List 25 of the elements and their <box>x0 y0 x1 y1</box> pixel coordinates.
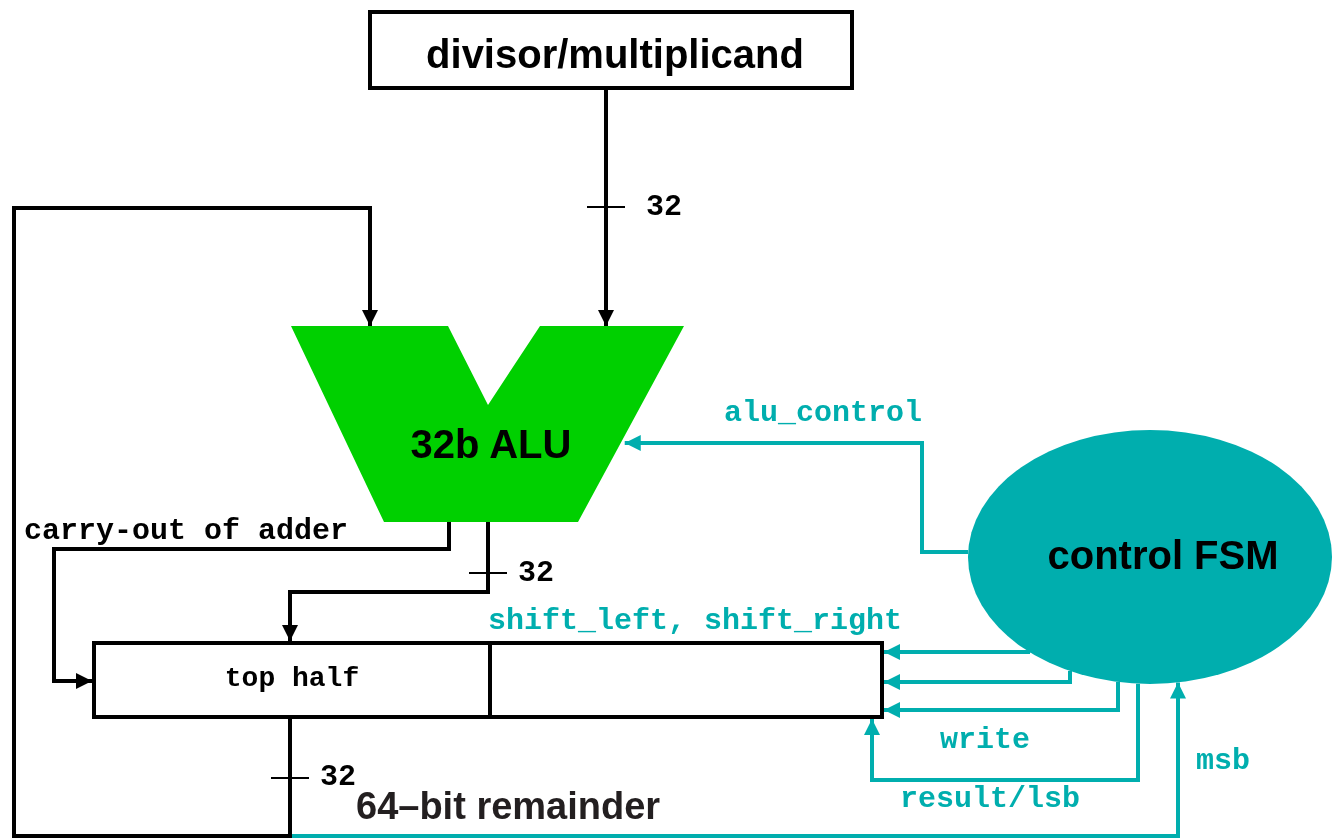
node-label: control FSM <box>1046 533 1280 578</box>
node-label: top half <box>223 663 361 694</box>
register-box <box>368 10 854 90</box>
arrow <box>884 671 1072 690</box>
arrow <box>624 435 969 554</box>
arrow <box>12 206 378 838</box>
node-label: divisor/multiplicand <box>425 32 805 77</box>
fsm-ellipse <box>968 430 1332 684</box>
edge-label: result/lsb <box>900 782 1081 816</box>
arrow <box>884 644 1032 660</box>
edge-label: 32 <box>518 556 554 590</box>
node-label: 64–bit remainder <box>356 785 662 828</box>
arrow <box>282 522 490 641</box>
node-label: 32b ALU <box>409 422 573 467</box>
edge-label: alu_control <box>724 396 923 430</box>
edge-label: carry-out of adder <box>24 514 349 548</box>
arrow <box>52 522 451 689</box>
edge-label: write <box>940 723 1030 757</box>
arrow <box>864 683 1140 782</box>
arrow <box>884 682 1120 718</box>
edge-label: 32 <box>646 190 682 224</box>
arrow <box>598 90 614 326</box>
edge-label: shift_left, shift_right <box>488 604 903 638</box>
edge-label: msb <box>1196 744 1250 778</box>
edge-label: 32 <box>320 760 356 794</box>
